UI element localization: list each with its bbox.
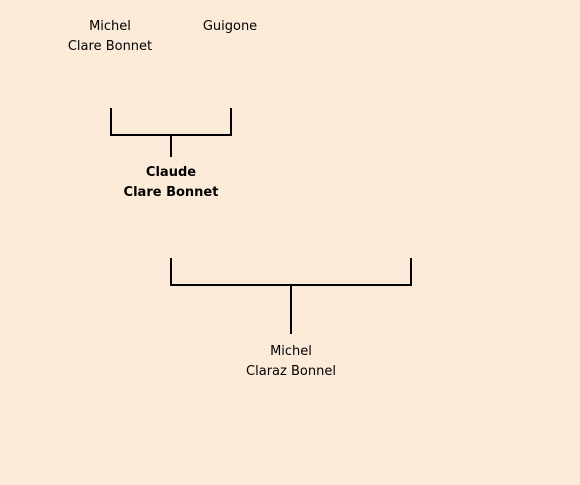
person-father-surname: Clare Bonnet <box>67 39 153 54</box>
person-child-given-name: Michel <box>270 344 312 359</box>
person-child-surname: Claraz Bonnel <box>246 364 336 379</box>
connector-parents-left <box>110 108 112 136</box>
person-father[interactable]: Michel Clare Bonnet <box>68 17 152 57</box>
person-mother[interactable]: Guigone <box>203 17 257 37</box>
person-father-given-name: Michel <box>89 19 131 34</box>
person-focus-given-name: Claude <box>145 165 197 180</box>
connector-parents-right <box>230 108 232 136</box>
connector-parents-stem <box>170 136 172 157</box>
connector-couple-bar <box>170 284 412 286</box>
person-child[interactable]: Michel Claraz Bonnel <box>246 342 336 382</box>
connector-parents-bar <box>110 134 232 136</box>
connector-couple-left <box>170 258 172 286</box>
person-focus-surname: Clare Bonnet <box>123 185 219 200</box>
person-focus[interactable]: Claude Clare Bonnet <box>124 163 219 203</box>
connector-couple-right <box>410 258 412 286</box>
connector-child-stem <box>290 286 292 334</box>
person-mother-given-name: Guigone <box>202 19 258 34</box>
